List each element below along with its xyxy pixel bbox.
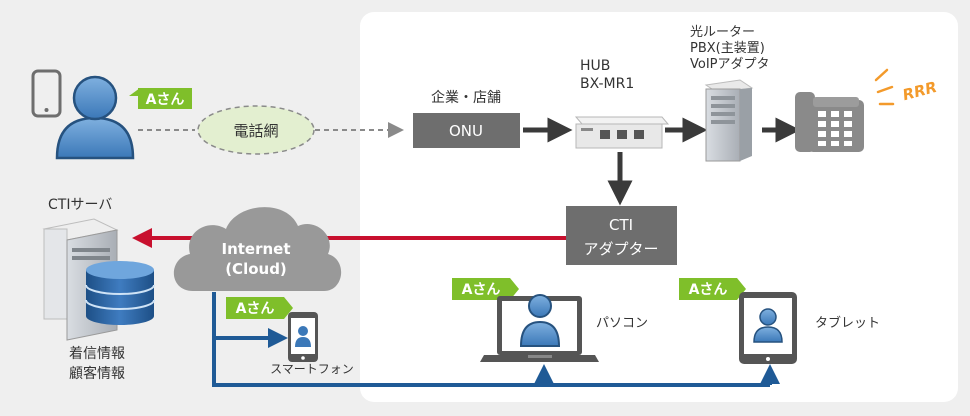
onu-label: ONU — [449, 122, 483, 140]
caller-badge-text: Aさん — [146, 92, 185, 108]
tablet-label: タブレット — [815, 315, 880, 331]
desk-phone-icon — [795, 92, 864, 152]
cti-server-title: CTIサーバ — [48, 197, 112, 213]
company-label: 企業・店舗 — [431, 89, 501, 106]
smartphone-label: スマートフォン — [270, 362, 354, 376]
phone-network-label: 電話網 — [233, 122, 278, 140]
router-label-3: VoIPアダプタ — [690, 57, 770, 72]
pbx-server-icon — [704, 79, 754, 162]
tablet-badge-text: Aさん — [689, 282, 728, 298]
person-icon — [55, 75, 135, 160]
hub-device-icon — [574, 116, 670, 149]
phone-network: 電話網 — [197, 105, 315, 155]
router-label-2: PBX(主装置) — [690, 41, 765, 56]
database-icon — [85, 261, 155, 325]
cti-adapter-label-1: CTI — [609, 216, 633, 234]
smartphone-badge-text: Aさん — [236, 301, 275, 317]
cloud-icon — [173, 207, 342, 291]
hub-model: BX-MR1 — [580, 76, 634, 92]
tablet-icon — [739, 292, 797, 364]
smartphone-badge: Aさん — [226, 297, 293, 319]
cti-server-caption-1: 着信情報 — [69, 346, 125, 362]
pc-person-icon — [519, 294, 561, 347]
cti-server-caption-2: 顧客情報 — [69, 365, 125, 382]
ringing-marks — [874, 68, 895, 106]
pc-label: パソコン — [596, 316, 648, 331]
internet-label-1: Internet — [221, 240, 290, 258]
pc-badge: Aさん — [452, 278, 519, 300]
hub-name: HUB — [580, 58, 610, 74]
cti-adapter: CTI アダプター — [566, 206, 677, 265]
tablet-badge: Aさん — [679, 278, 746, 300]
router-label-1: 光ルーター — [690, 25, 755, 40]
cti-adapter-label-2: アダプター — [583, 240, 658, 258]
pc-badge-text: Aさん — [462, 282, 501, 298]
caller-badge: Aさん — [129, 88, 192, 109]
mobile-phone-icon — [31, 69, 62, 118]
caller — [31, 69, 135, 160]
smartphone-icon — [288, 312, 318, 362]
onu: ONU — [413, 113, 520, 148]
internet-label-2: (Cloud) — [225, 260, 287, 278]
blue-connectors — [212, 292, 780, 387]
